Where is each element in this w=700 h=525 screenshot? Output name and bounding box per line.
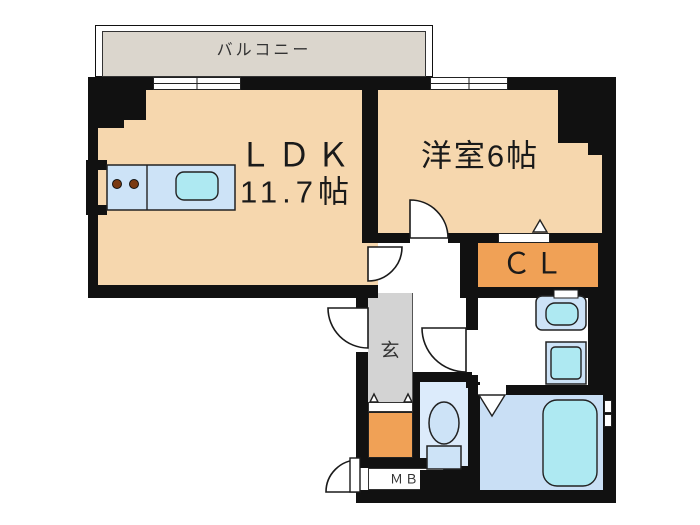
ldk-size-label: 11.7帖 xyxy=(239,174,355,210)
shoe-cabinet xyxy=(368,412,413,458)
wall-washroom-north xyxy=(460,287,616,298)
wall-mb-east xyxy=(444,466,480,490)
wall-top-b xyxy=(240,77,430,90)
wall-cabinet-mb xyxy=(360,458,444,468)
side-door-arc xyxy=(327,307,369,349)
wall-left xyxy=(88,90,98,298)
wall-toilet-west xyxy=(413,382,420,466)
window-ldk xyxy=(153,77,241,90)
wall-genkan-west-a xyxy=(356,293,368,308)
bath-door-opening xyxy=(478,385,506,395)
ldk-room-notch xyxy=(362,243,378,285)
wall-right-western xyxy=(602,143,616,243)
wall-hallway-east-a xyxy=(466,243,478,330)
wall-washroom-south xyxy=(506,385,603,395)
entrance-genkan xyxy=(368,293,413,402)
wall-western-bottom-b xyxy=(448,233,498,243)
wall-hallway-south xyxy=(413,372,472,382)
balcony-label: バルコニー xyxy=(216,42,312,59)
window-western xyxy=(430,77,508,90)
wall-ldk-bottom xyxy=(88,285,378,298)
toilet-room xyxy=(420,382,468,470)
entrance-door-leaf xyxy=(349,457,361,493)
washroom xyxy=(478,298,588,385)
pillar-top-right xyxy=(558,77,616,143)
wall-bathroom-east xyxy=(603,388,616,490)
bath-window-b xyxy=(604,414,612,427)
ldk-label: ＬＤＫ xyxy=(238,136,356,174)
entrance-door-arc xyxy=(325,459,359,493)
closet-door-opening xyxy=(498,233,550,243)
wall-western-bottom-a xyxy=(362,233,410,243)
pillar-top-left-step xyxy=(88,118,124,128)
bath-window-a xyxy=(604,400,612,413)
entrance-step xyxy=(368,402,413,412)
wall-bottom xyxy=(356,490,616,503)
western-room-label: 洋室6帖 xyxy=(420,138,540,174)
wall-washroom-east xyxy=(588,298,616,388)
closet-label: ＣＬ xyxy=(501,248,567,281)
wall-genkan-west-b xyxy=(356,352,368,460)
closet xyxy=(472,243,598,287)
entrance-label: 玄 xyxy=(380,340,400,362)
wall-divider-ldk-western xyxy=(362,90,378,243)
wall-toilet-bath xyxy=(468,382,480,490)
bathroom xyxy=(478,395,603,490)
wall-western-bottom-c xyxy=(550,233,616,243)
wall-closet-east xyxy=(598,238,616,298)
meter-box-label: ＭＢ xyxy=(389,471,421,487)
balcony xyxy=(102,31,426,77)
